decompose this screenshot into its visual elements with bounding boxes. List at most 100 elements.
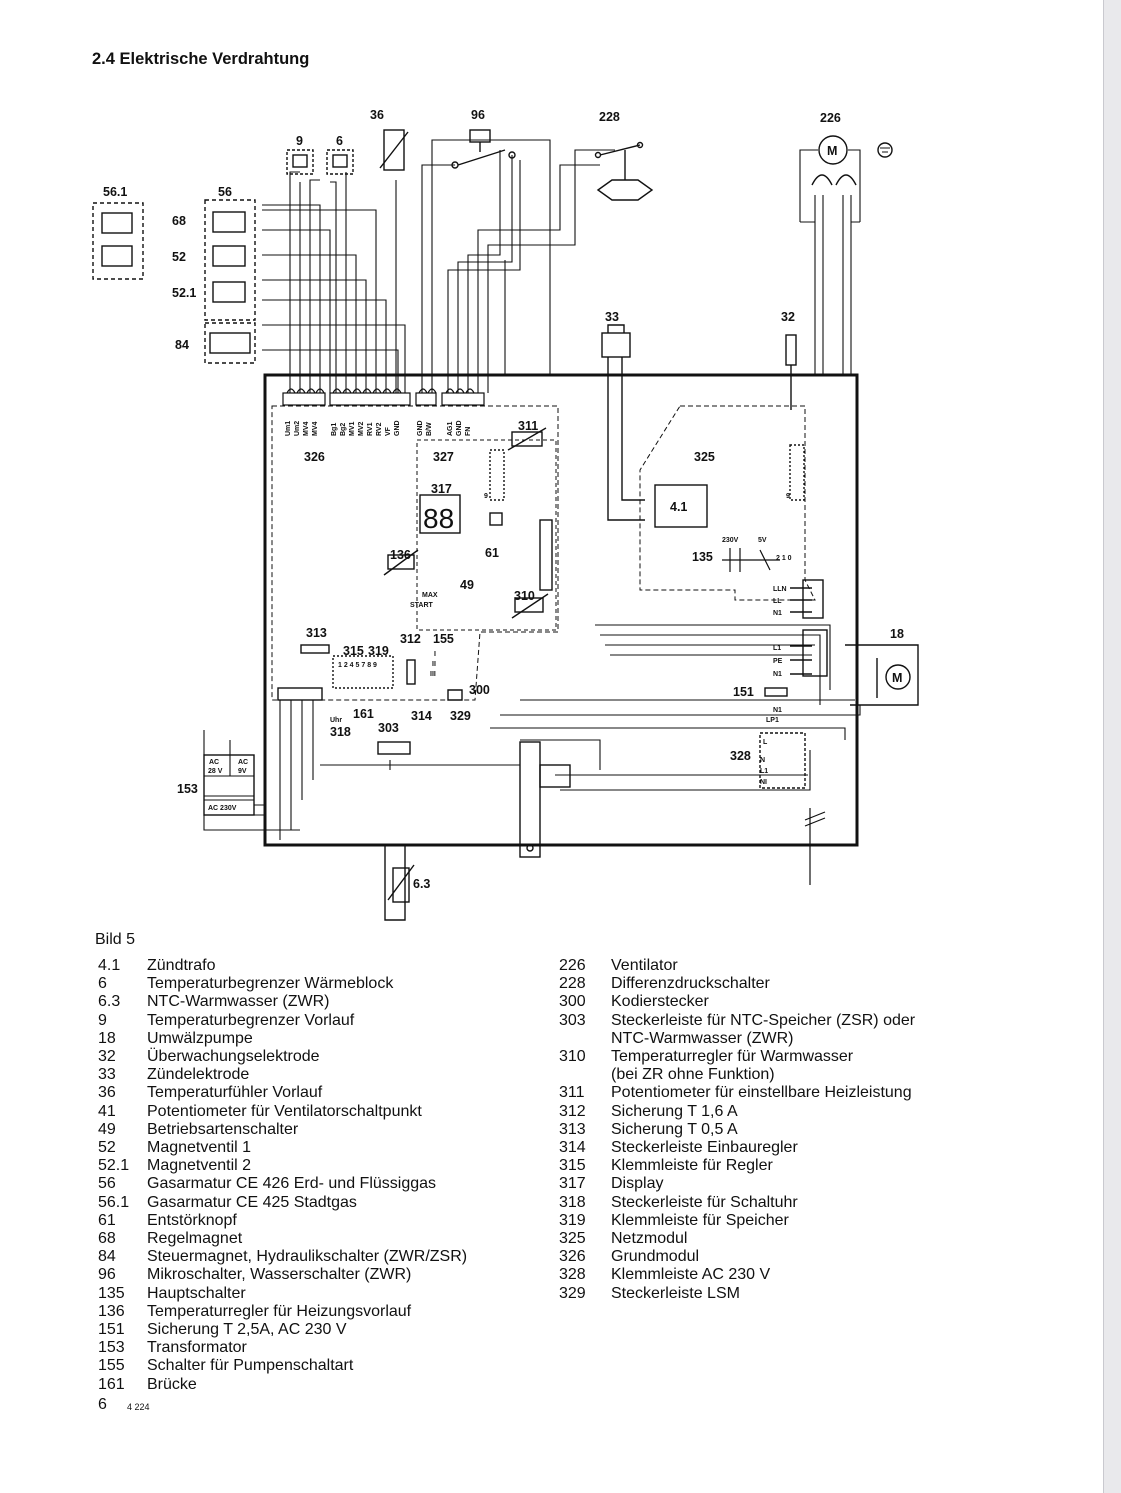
label-311: 311 xyxy=(518,419,538,433)
legend-code: 61 xyxy=(98,1211,116,1229)
ignition-electrode-33 xyxy=(601,324,645,521)
legend-code: 32 xyxy=(98,1048,116,1066)
pin-label: GND xyxy=(417,420,424,436)
label-230v: 230V xyxy=(722,537,739,544)
connector-side-327 xyxy=(539,519,553,591)
magnet-84 xyxy=(204,322,256,364)
label-nine-a: 9 xyxy=(484,493,488,500)
label-lln: LLN xyxy=(773,586,787,593)
component-228-pressure-switch xyxy=(594,141,654,201)
legend-text: Temperaturregler für Heizungsvorlauf xyxy=(147,1302,412,1320)
label-84: 84 xyxy=(175,338,189,352)
monitoring-electrode-32 xyxy=(785,334,797,410)
legend-code: 303 xyxy=(559,1011,586,1029)
pin-label: MV1 xyxy=(349,422,356,437)
legend-text: Transformator xyxy=(147,1339,247,1357)
legend-entry: (bei ZR ohne Funktion) xyxy=(559,1066,915,1084)
legend-code: 325 xyxy=(559,1230,586,1248)
label-151: 151 xyxy=(733,685,754,699)
legend-code: 311 xyxy=(559,1084,585,1102)
legend-text: Regelmagnet xyxy=(147,1230,243,1248)
label-uhr: Uhr xyxy=(330,717,342,724)
label-n1b: N1 xyxy=(773,671,782,678)
display-digits: 88 xyxy=(423,503,454,534)
label-motor-pump: M xyxy=(892,671,902,685)
legend-text: Steckerleiste LSM xyxy=(611,1284,740,1302)
label-start: START xyxy=(410,602,434,609)
label-329: 329 xyxy=(450,709,471,723)
legend-text: Temperaturfühler Vorlauf xyxy=(147,1084,323,1102)
connector-bottom xyxy=(277,687,323,701)
legend-code: 84 xyxy=(98,1248,116,1266)
label-nine-b: 9 xyxy=(786,493,790,500)
legend-code: 313 xyxy=(559,1120,586,1138)
label-49: 49 xyxy=(460,578,474,592)
label-n1: N1 xyxy=(773,610,782,617)
label-61: 61 xyxy=(485,546,499,560)
legend-code: 41 xyxy=(98,1102,116,1120)
legend-code: 226 xyxy=(559,957,586,974)
label-153: 153 xyxy=(177,782,198,796)
wiring-diagram: 56.1 56 68 52 52.1 84 9 6 36 96 228 226 … xyxy=(92,108,919,921)
legend-text: Temperaturbegrenzer Vorlauf xyxy=(147,1011,355,1029)
legend-text: Überwachungselektrode xyxy=(147,1048,320,1066)
label-motor-fan: M xyxy=(827,144,837,158)
label-96: 96 xyxy=(471,108,485,122)
label-roman-ii: II xyxy=(432,661,436,668)
diagram-labels: 56.1 56 68 52 52.1 84 9 6 36 96 228 226 … xyxy=(103,108,904,891)
legend-code: 326 xyxy=(559,1248,586,1266)
page-number: 6 xyxy=(98,1396,107,1413)
legend-text: Gasarmatur CE 426 Erd- und Flüssiggas xyxy=(147,1175,437,1193)
module-327-outline xyxy=(416,439,557,631)
label-5v: 5V xyxy=(758,537,767,544)
legend-code: 56 xyxy=(98,1175,116,1193)
label-ac28: AC xyxy=(209,759,219,766)
legend-code: 318 xyxy=(559,1193,586,1211)
regulator-310 xyxy=(511,593,549,619)
pin-label: Um2 xyxy=(294,421,301,436)
legend-code: 52 xyxy=(98,1139,116,1157)
label-33: 33 xyxy=(605,310,619,324)
fuse-151 xyxy=(764,687,788,697)
label-l: L xyxy=(763,739,768,746)
label-303: 303 xyxy=(378,721,399,735)
fuse-312 xyxy=(406,659,416,685)
legend-text: (bei ZR ohne Funktion) xyxy=(611,1066,775,1084)
pin-label: AG1 xyxy=(447,422,454,437)
label-312: 312 xyxy=(400,632,421,646)
label-l1: L1 xyxy=(773,645,781,652)
legend-text: Schalter für Pumpenschaltart xyxy=(147,1357,354,1375)
legend-text: Entstörknopf xyxy=(147,1211,237,1229)
legend-code: 49 xyxy=(98,1120,116,1138)
plug-303 xyxy=(377,741,411,755)
coding-plug-300 xyxy=(447,689,463,701)
label-32: 32 xyxy=(781,310,795,324)
label-max: MAX xyxy=(422,592,438,599)
label-lp1: LP1 xyxy=(766,717,779,724)
pin-label: B/W xyxy=(426,422,433,436)
label-roman-iii: III xyxy=(430,671,436,678)
page-edge xyxy=(1103,0,1121,1493)
label-4-1: 4.1 xyxy=(670,500,687,514)
label-roman-i: I xyxy=(434,651,436,658)
legend-text: NTC-Warmwasser (ZWR) xyxy=(147,993,330,1011)
display-317 xyxy=(419,494,461,534)
label-326: 326 xyxy=(304,450,325,464)
legend-code: 96 xyxy=(98,1266,116,1284)
